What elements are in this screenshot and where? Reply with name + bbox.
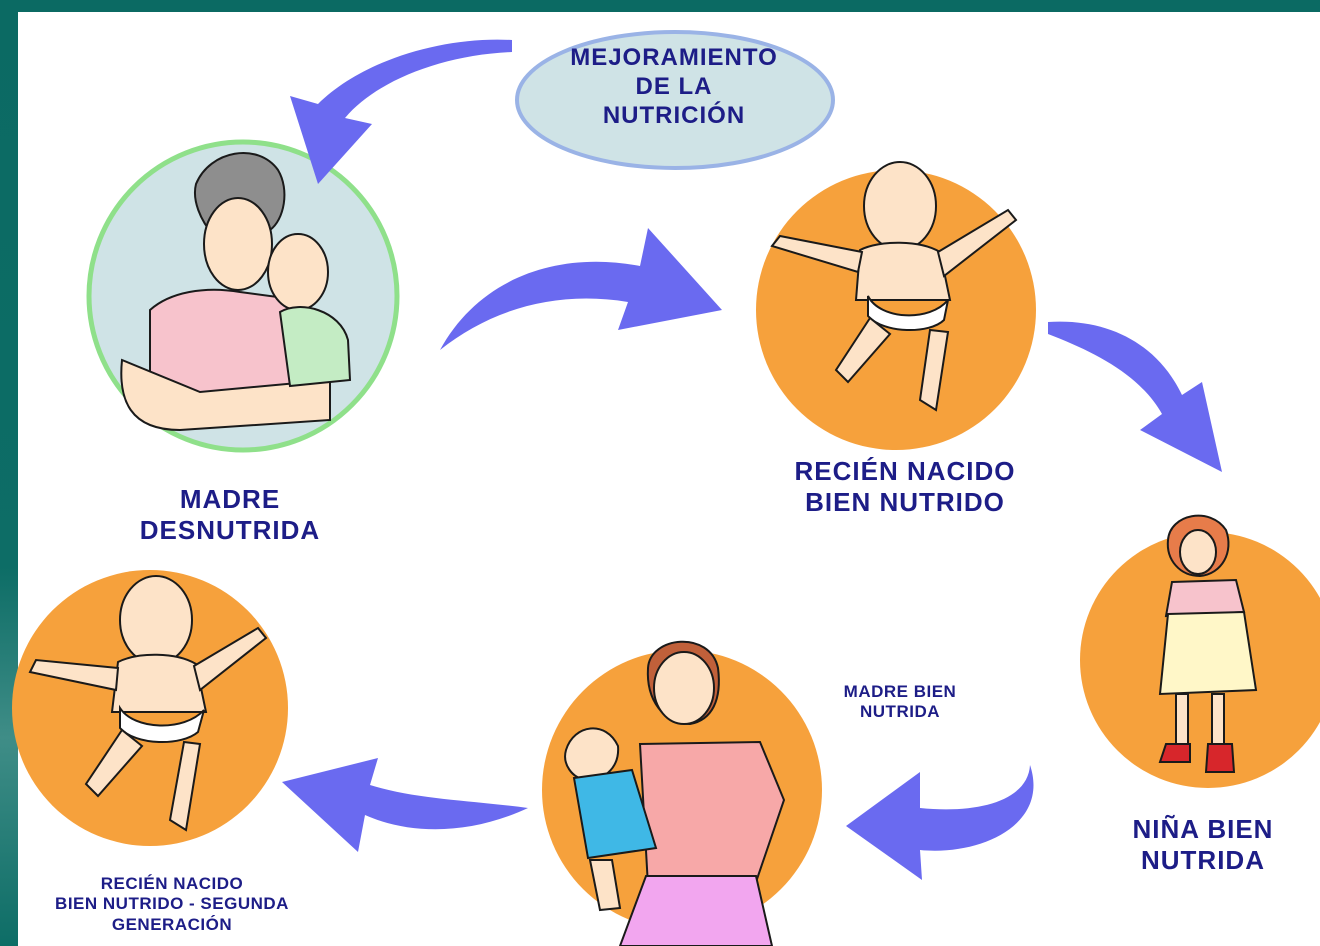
center-bubble-line-1: MEJORAMIENTO bbox=[570, 44, 778, 71]
madre-desnutrida-line-1: MADRE bbox=[179, 484, 281, 514]
nina-label: NIÑA BIEN NUTRIDA bbox=[1098, 814, 1308, 876]
center-bubble-line-2: DE LA bbox=[635, 72, 713, 100]
segunda-gen-line-1: RECIÉN NACIDO bbox=[100, 874, 244, 893]
arrow-madre-to-recien bbox=[440, 228, 722, 350]
center-bubble-label: MEJORAMIENTO DE LA NUTRICIÓN bbox=[518, 44, 830, 130]
recien-nacido-line-2: BIEN NUTRIDO bbox=[805, 487, 1005, 518]
segunda-gen-line-2: BIEN NUTRIDO - SEGUNDA bbox=[55, 894, 289, 914]
recien-nacido-label: RECIÉN NACIDO BIEN NUTRIDO bbox=[750, 456, 1060, 518]
nina-line-1: NIÑA BIEN bbox=[1132, 814, 1274, 844]
madre-bien-label: MADRE BIEN NUTRIDA bbox=[800, 682, 1000, 723]
segunda-gen-line-3: GENERACIÓN bbox=[111, 914, 233, 934]
segunda-gen-figure bbox=[28, 575, 268, 832]
arrow-madre-to-segunda bbox=[282, 758, 528, 852]
arrow-bubble-to-madre bbox=[290, 39, 512, 184]
madre-desnutrida-figure bbox=[120, 152, 352, 432]
madre-desnutrida-label: MADRE DESNUTRIDA bbox=[100, 484, 360, 546]
nina-line-2: NUTRIDA bbox=[1141, 845, 1265, 876]
madre-bien-figure bbox=[564, 640, 786, 946]
arrow-nina-to-madre bbox=[846, 765, 1034, 880]
center-bubble-line-3: NUTRICIÓN bbox=[602, 101, 746, 129]
madre-desnutrida-line-2: DESNUTRIDA bbox=[139, 515, 321, 546]
madre-bien-line-2: NUTRIDA bbox=[860, 702, 940, 722]
recien-nacido-figure bbox=[770, 161, 1018, 412]
segunda-gen-label: RECIÉN NACIDO BIEN NUTRIDO - SEGUNDA GEN… bbox=[0, 874, 344, 935]
arrow-recien-to-nina bbox=[1048, 321, 1222, 472]
madre-bien-line-1: MADRE BIEN bbox=[843, 682, 957, 701]
nina-figure bbox=[1158, 514, 1258, 773]
recien-nacido-line-1: RECIÉN NACIDO bbox=[794, 456, 1016, 486]
mejoramiento-bubble bbox=[515, 30, 835, 170]
slide-frame-top bbox=[0, 0, 1320, 12]
